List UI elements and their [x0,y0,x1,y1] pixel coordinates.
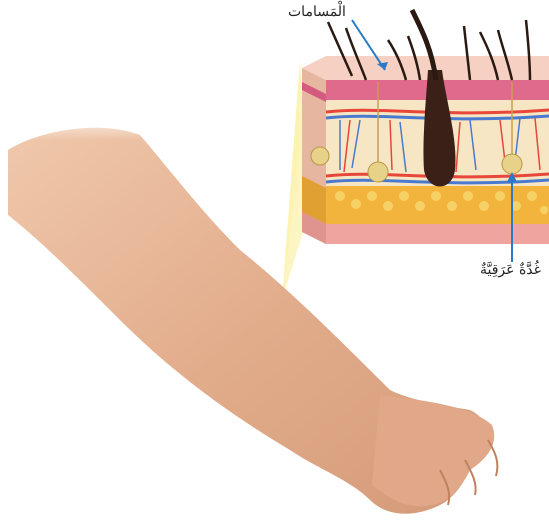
sweat-gland-label: غُدَّةٌ عَرَقِيَّةٌ [480,262,541,278]
pores-label: الْمَسامات [288,4,346,20]
